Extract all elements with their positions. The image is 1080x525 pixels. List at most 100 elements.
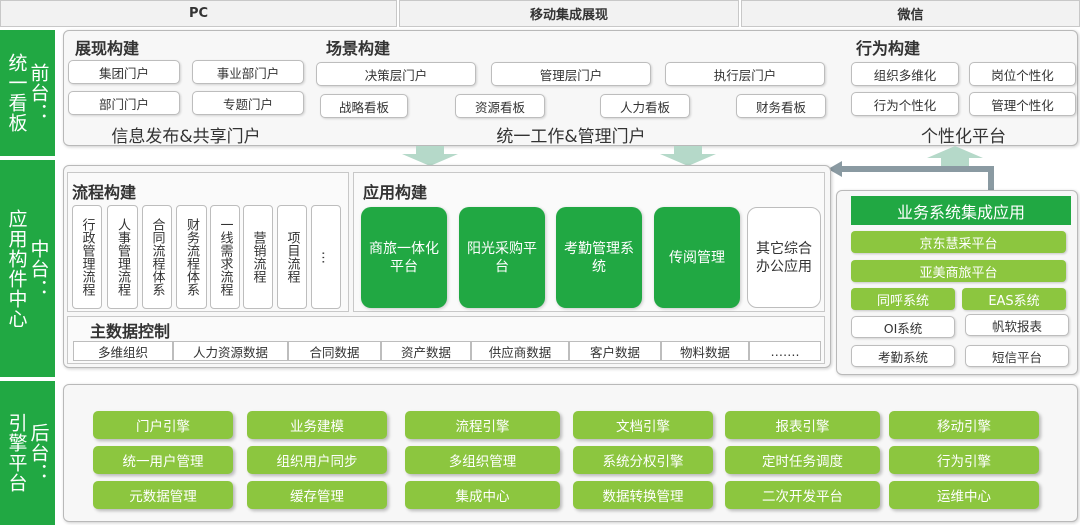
app-tile[interactable]: 商旅一体化平台 bbox=[361, 207, 447, 308]
integration-system[interactable]: 帆软报表 bbox=[965, 314, 1069, 336]
behavior-item[interactable]: 行为个性化 bbox=[851, 92, 959, 116]
portal-item[interactable]: 事业部门户 bbox=[192, 60, 304, 84]
app-tile[interactable]: 传阅管理 bbox=[654, 207, 740, 308]
portal-item[interactable]: 集团门户 bbox=[68, 60, 180, 84]
process-item-label: 营销流程 bbox=[250, 231, 266, 283]
engine-item[interactable]: 报表引擎 bbox=[725, 411, 880, 439]
process-item-label: 一线需求流程 bbox=[217, 218, 233, 296]
down-arrow-icon bbox=[660, 146, 716, 166]
integration-arrow-icon bbox=[828, 161, 994, 192]
side-label-line: 引擎平台 bbox=[5, 413, 28, 493]
side-label-line: 后台： bbox=[27, 423, 50, 483]
other-app-tile[interactable]: 其它综合办公应用 bbox=[747, 207, 821, 308]
engine-item[interactable]: 系统分权引擎 bbox=[573, 446, 713, 474]
scene-build-footer: 统一工作&管理门户 bbox=[496, 127, 646, 147]
process-item[interactable]: 一线需求流程 bbox=[210, 205, 240, 309]
dashboard-item[interactable]: 人力看板 bbox=[600, 94, 690, 118]
up-arrow-icon bbox=[927, 146, 983, 166]
scene-portal-item[interactable]: 执行层门户 bbox=[665, 62, 825, 86]
engine-item[interactable]: 集成中心 bbox=[405, 481, 560, 509]
behavior-build-footer: 个性化平台 bbox=[921, 127, 1006, 147]
process-item-label: 项目流程 bbox=[284, 231, 300, 283]
integration-system[interactable]: 同呼系统 bbox=[851, 288, 955, 310]
master-data-item[interactable]: 多维组织 bbox=[73, 341, 173, 361]
side-label-line: 统一看板 bbox=[5, 53, 28, 133]
master-data-item[interactable]: 合同数据 bbox=[288, 341, 381, 361]
tab-label: 微信 bbox=[897, 8, 924, 23]
process-item[interactable]: 财务流程体系 bbox=[176, 205, 207, 309]
portal-item[interactable]: 专题门户 bbox=[192, 91, 304, 115]
engine-item[interactable]: 行为引擎 bbox=[889, 446, 1039, 474]
process-item-label: 人事管理流程 bbox=[115, 218, 130, 296]
engine-item[interactable]: 定时任务调度 bbox=[725, 446, 880, 474]
engine-item[interactable]: 二次开发平台 bbox=[725, 481, 880, 509]
master-data-item[interactable]: 客户数据 bbox=[569, 341, 661, 361]
integration-system[interactable]: 京东慧采平台 bbox=[851, 231, 1066, 253]
process-item[interactable]: 合同流程体系 bbox=[142, 205, 172, 309]
master-data-item-more[interactable]: ……. bbox=[749, 341, 821, 361]
master-data-item[interactable]: 人力资源数据 bbox=[173, 341, 288, 361]
engine-item[interactable]: 业务建模 bbox=[247, 411, 387, 439]
integration-system[interactable]: OI系统 bbox=[851, 316, 955, 338]
master-data-title: 主数据控制 bbox=[90, 322, 171, 341]
engine-item[interactable]: 组织用户同步 bbox=[247, 446, 387, 474]
integration-system[interactable]: EAS系统 bbox=[962, 288, 1066, 310]
process-item[interactable]: 营销流程 bbox=[243, 205, 273, 309]
front-panel bbox=[63, 30, 1078, 146]
engine-item[interactable]: 文档引擎 bbox=[573, 411, 713, 439]
tab-wechat[interactable]: 微信 bbox=[741, 0, 1080, 27]
master-data-item[interactable]: 供应商数据 bbox=[471, 341, 569, 361]
engine-item[interactable]: 统一用户管理 bbox=[93, 446, 233, 474]
integration-system[interactable]: 短信平台 bbox=[965, 345, 1069, 367]
engine-item[interactable]: 数据转换管理 bbox=[573, 481, 713, 509]
integration-system[interactable]: 考勤系统 bbox=[851, 345, 955, 367]
process-item-label: 行政管理流程 bbox=[79, 218, 95, 296]
process-build-title: 流程构建 bbox=[72, 183, 137, 202]
app-tile[interactable]: 考勤管理系统 bbox=[556, 207, 642, 308]
dashboard-item[interactable]: 战略看板 bbox=[320, 94, 408, 118]
integration-system[interactable]: 亚美商旅平台 bbox=[851, 260, 1066, 282]
portal-item[interactable]: 部门门户 bbox=[68, 91, 180, 115]
engine-item[interactable]: 元数据管理 bbox=[93, 481, 233, 509]
display-build-footer: 信息发布&共享门户 bbox=[111, 127, 261, 147]
process-item-label: 合同流程体系 bbox=[149, 218, 165, 296]
side-label-line: 应用构件中心 bbox=[5, 208, 28, 329]
side-label-front: 统一看板 前台： bbox=[0, 30, 55, 156]
behavior-item[interactable]: 岗位个性化 bbox=[969, 62, 1076, 86]
side-label-middle: 应用构件中心 中台： bbox=[0, 160, 55, 377]
engine-item[interactable]: 运维中心 bbox=[889, 481, 1039, 509]
behavior-item[interactable]: 组织多维化 bbox=[851, 62, 959, 86]
scene-portal-item[interactable]: 管理层门户 bbox=[491, 62, 651, 86]
down-arrow-icon bbox=[402, 146, 458, 166]
side-label-line: 前台： bbox=[27, 63, 50, 123]
integration-title: 业务系统集成应用 bbox=[851, 196, 1071, 225]
engine-item[interactable]: 移动引擎 bbox=[889, 411, 1039, 439]
process-item[interactable]: 行政管理流程 bbox=[72, 205, 102, 309]
tab-label: 移动集成展现 bbox=[529, 8, 608, 23]
process-item-label: … bbox=[318, 250, 334, 264]
scene-build-title: 场景构建 bbox=[326, 39, 391, 58]
master-data-item[interactable]: 资产数据 bbox=[381, 341, 471, 361]
side-label-back: 引擎平台 后台： bbox=[0, 381, 55, 525]
side-label-line: 中台： bbox=[27, 238, 50, 299]
tab-mobile[interactable]: 移动集成展现 bbox=[399, 0, 739, 27]
engine-item[interactable]: 多组织管理 bbox=[405, 446, 560, 474]
display-build-title: 展现构建 bbox=[75, 39, 140, 58]
process-item-more[interactable]: … bbox=[311, 205, 341, 309]
scene-portal-item[interactable]: 决策层门户 bbox=[316, 62, 476, 86]
process-item[interactable]: 项目流程 bbox=[277, 205, 307, 309]
engine-item[interactable]: 缓存管理 bbox=[247, 481, 387, 509]
process-item-label: 财务流程体系 bbox=[184, 218, 199, 296]
dashboard-item[interactable]: 财务看板 bbox=[736, 94, 826, 118]
dashboard-item[interactable]: 资源看板 bbox=[455, 94, 545, 118]
tab-pc[interactable]: PC bbox=[0, 0, 397, 27]
engine-item[interactable]: 流程引擎 bbox=[405, 411, 560, 439]
app-build-title: 应用构建 bbox=[363, 183, 428, 202]
behavior-build-title: 行为构建 bbox=[856, 39, 921, 58]
engine-item[interactable]: 门户引擎 bbox=[93, 411, 233, 439]
tab-label: PC bbox=[188, 6, 209, 21]
master-data-item[interactable]: 物料数据 bbox=[661, 341, 749, 361]
behavior-item[interactable]: 管理个性化 bbox=[969, 92, 1076, 116]
app-tile[interactable]: 阳光采购平台 bbox=[459, 207, 545, 308]
process-item[interactable]: 人事管理流程 bbox=[107, 205, 138, 309]
